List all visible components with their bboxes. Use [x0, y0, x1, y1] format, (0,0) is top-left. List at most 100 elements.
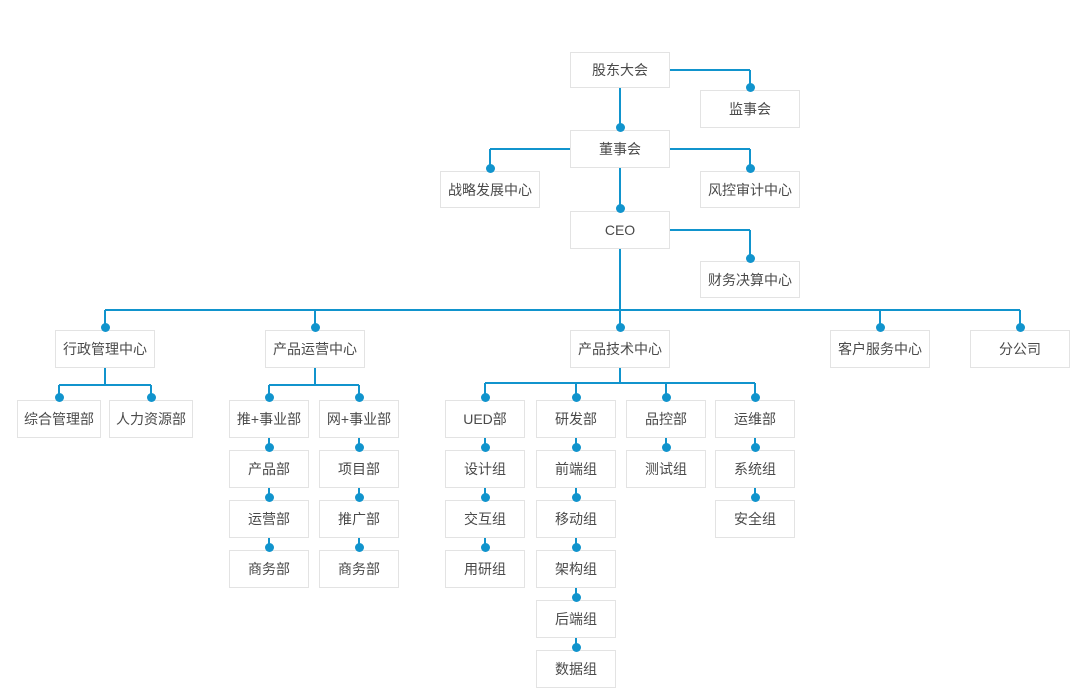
- connector-dot: [875, 322, 885, 332]
- connector-dot: [264, 442, 274, 452]
- connector-line-vertical: [619, 168, 621, 208]
- connector-dot: [745, 253, 755, 263]
- org-node-admin-center: 行政管理中心: [55, 330, 155, 368]
- connector-dot: [1015, 322, 1025, 332]
- org-node-architecture-group: 架构组: [536, 550, 616, 588]
- connector-line-vertical: [749, 230, 751, 258]
- org-node-customer-service-center: 客户服务中心: [830, 330, 930, 368]
- connector-line-horizontal: [670, 229, 750, 231]
- org-node-backend-group: 后端组: [536, 600, 616, 638]
- connector-line-vertical: [489, 149, 491, 168]
- connector-dot: [354, 442, 364, 452]
- connector-line-vertical: [104, 368, 106, 385]
- connector-dot: [146, 392, 156, 402]
- connector-dot: [480, 392, 490, 402]
- org-node-wang-division: 网+事业部: [319, 400, 399, 438]
- org-node-supervisory-board: 监事会: [700, 90, 800, 128]
- connector-dot: [480, 492, 490, 502]
- connector-dot: [571, 642, 581, 652]
- org-node-board-of-directors: 董事会: [570, 130, 670, 168]
- connector-dot: [750, 442, 760, 452]
- connector-dot: [571, 592, 581, 602]
- org-node-product-ops-center: 产品运营中心: [265, 330, 365, 368]
- org-node-rd-dept: 研发部: [536, 400, 616, 438]
- org-node-ued-dept: UED部: [445, 400, 525, 438]
- connector-dot: [264, 492, 274, 502]
- connector-line-vertical: [665, 383, 667, 397]
- connector-dot: [615, 322, 625, 332]
- connector-line-vertical: [1019, 310, 1021, 327]
- connector-dot: [354, 392, 364, 402]
- org-node-general-mgmt-dept: 综合管理部: [17, 400, 101, 438]
- org-node-branch-company: 分公司: [970, 330, 1070, 368]
- connector-dot: [571, 392, 581, 402]
- connector-dot: [354, 492, 364, 502]
- org-node-business-dept-wang: 商务部: [319, 550, 399, 588]
- org-node-frontend-group: 前端组: [536, 450, 616, 488]
- connector-line-vertical: [314, 368, 316, 385]
- org-node-hr-dept: 人力资源部: [109, 400, 193, 438]
- connector-dot: [661, 442, 671, 452]
- connector-line-horizontal: [670, 148, 750, 150]
- connector-dot: [661, 392, 671, 402]
- connector-dot: [750, 492, 760, 502]
- org-node-design-group: 设计组: [445, 450, 525, 488]
- org-node-ceo: CEO: [570, 211, 670, 249]
- connector-line-vertical: [749, 149, 751, 168]
- org-node-data-group: 数据组: [536, 650, 616, 688]
- connector-dot: [571, 542, 581, 552]
- connector-line-vertical: [879, 310, 881, 327]
- connector-line-horizontal: [670, 69, 750, 71]
- org-node-product-dept: 产品部: [229, 450, 309, 488]
- org-node-user-research-group: 用研组: [445, 550, 525, 588]
- connector-dot: [310, 322, 320, 332]
- connector-dot: [745, 163, 755, 173]
- connector-line-horizontal: [105, 309, 1020, 311]
- connector-dot: [100, 322, 110, 332]
- connector-dot: [480, 442, 490, 452]
- connector-dot: [745, 82, 755, 92]
- connector-line-horizontal: [490, 148, 570, 150]
- connector-line-vertical: [358, 385, 360, 397]
- connector-dot: [615, 122, 625, 132]
- connector-line-horizontal: [59, 384, 151, 386]
- org-node-operation-dept: 运营部: [229, 500, 309, 538]
- connector-dot: [750, 392, 760, 402]
- connector-dot: [615, 203, 625, 213]
- connector-line-vertical: [619, 249, 621, 310]
- connector-dot: [480, 542, 490, 552]
- connector-line-horizontal: [485, 382, 755, 384]
- connector-dot: [264, 392, 274, 402]
- org-node-shareholders-meeting: 股东大会: [570, 52, 670, 88]
- org-node-finance-center: 财务决算中心: [700, 261, 800, 298]
- connector-dot: [485, 163, 495, 173]
- connector-line-vertical: [104, 310, 106, 327]
- org-node-security-group: 安全组: [715, 500, 795, 538]
- org-node-promotion-dept: 推广部: [319, 500, 399, 538]
- connector-line-vertical: [150, 385, 152, 397]
- org-node-qc-dept: 品控部: [626, 400, 706, 438]
- org-node-risk-audit-center: 风控审计中心: [700, 171, 800, 208]
- connector-line-vertical: [619, 310, 621, 327]
- connector-line-vertical: [314, 310, 316, 327]
- connector-line-vertical: [268, 385, 270, 397]
- connector-line-vertical: [619, 88, 621, 127]
- org-node-om-dept: 运维部: [715, 400, 795, 438]
- connector-line-vertical: [754, 383, 756, 397]
- connector-dot: [571, 492, 581, 502]
- org-node-product-tech-center: 产品技术中心: [570, 330, 670, 368]
- connector-dot: [54, 392, 64, 402]
- org-node-mobile-group: 移动组: [536, 500, 616, 538]
- connector-dot: [354, 542, 364, 552]
- connector-line-vertical: [58, 385, 60, 397]
- org-node-project-dept: 项目部: [319, 450, 399, 488]
- org-node-business-dept-tui: 商务部: [229, 550, 309, 588]
- connector-dot: [571, 442, 581, 452]
- org-node-tui-division: 推+事业部: [229, 400, 309, 438]
- org-node-system-group: 系统组: [715, 450, 795, 488]
- org-node-interaction-group: 交互组: [445, 500, 525, 538]
- connector-line-vertical: [484, 383, 486, 397]
- connector-dot: [264, 542, 274, 552]
- connector-line-vertical: [575, 383, 577, 397]
